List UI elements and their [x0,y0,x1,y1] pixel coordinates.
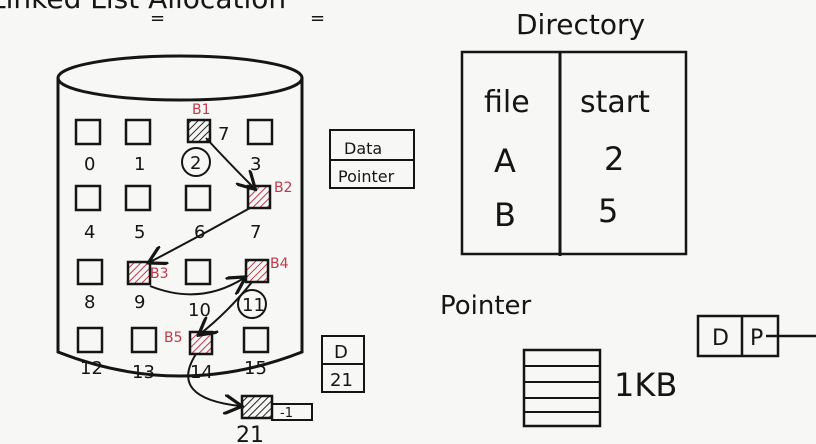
disk-block [124,118,152,146]
block-number: 3 [250,154,261,175]
block-number: 5 [134,222,145,243]
disk-cylinder [56,54,304,378]
side-block-num: 21 [330,370,353,391]
block-structure-legend: Data Pointer [329,129,415,189]
block-number: 8 [84,292,95,313]
disk-block-allocated [126,260,152,286]
block-circle [237,289,267,319]
directory-title: Directory [516,8,645,41]
block-number: 15 [244,358,267,379]
disk-block [184,184,212,212]
block-stack-icon [522,348,602,428]
block-number: 2 [190,153,201,174]
directory-header-start: start [580,85,650,120]
link-arrow [149,278,244,296]
block-number: 7 [250,222,261,243]
disk-block [124,184,152,212]
node-pointer-label: P [750,326,763,351]
disk-block [184,258,212,286]
underline-mark: = [150,8,165,29]
block-label-b1: B1 [192,102,211,118]
block-number: 21 [236,423,264,444]
block-number: 9 [134,292,145,313]
block-number: 10 [188,300,211,321]
node-data-label: D [712,326,729,351]
disk-block-allocated [244,258,270,284]
block-number: 1 [134,154,145,175]
disk-block-allocated [188,330,214,356]
block-number: 6 [194,222,205,243]
end-pointer-box [271,403,313,421]
directory-row-file: A [494,142,516,180]
block-number: 0 [84,154,95,175]
pointer-section-label: Pointer [440,291,532,321]
page-title: Linked List Allocation [0,0,286,15]
link-arrow [200,281,253,334]
disk-block-allocated [240,394,274,420]
block-label-b4: B4 [270,256,289,272]
directory-header-file: file [484,85,530,120]
block-number: 13 [132,362,155,383]
block-size-label: 1KB [614,366,677,404]
disk-block [242,326,270,354]
stray-mark: 7 [218,124,229,145]
underline-mark: = [310,8,325,29]
side-block-data: D [334,342,348,363]
end-marker: -1 [280,406,293,421]
link-arrow [205,137,254,188]
link-arrow [150,207,251,262]
directory-row-start: 5 [598,192,618,230]
linked-node: D P [696,314,816,358]
disk-block [130,326,158,354]
disk-block [76,326,104,354]
block-label-b2: B2 [274,180,293,196]
link-arrow [187,353,240,406]
disk-block-allocated [246,184,272,210]
block-label-b3: B3 [150,266,169,282]
directory-table: file start A 2 B 5 [460,50,688,256]
block-number: 12 [80,358,103,379]
legend-data-label: Data [344,139,382,158]
block-number: 4 [84,222,95,243]
directory-row-start: 2 [604,140,624,178]
block-label-b5: B5 [164,330,183,346]
directory-row-file: B [494,196,516,234]
block-number: 11 [242,295,265,316]
disk-block [246,118,274,146]
disk-block [74,184,102,212]
block-number: 14 [190,362,213,383]
block-circle [181,147,211,177]
disk-block-allocated [186,118,212,144]
disk-block [74,118,102,146]
disk-block [76,258,104,286]
legend-pointer-label: Pointer [338,167,395,186]
